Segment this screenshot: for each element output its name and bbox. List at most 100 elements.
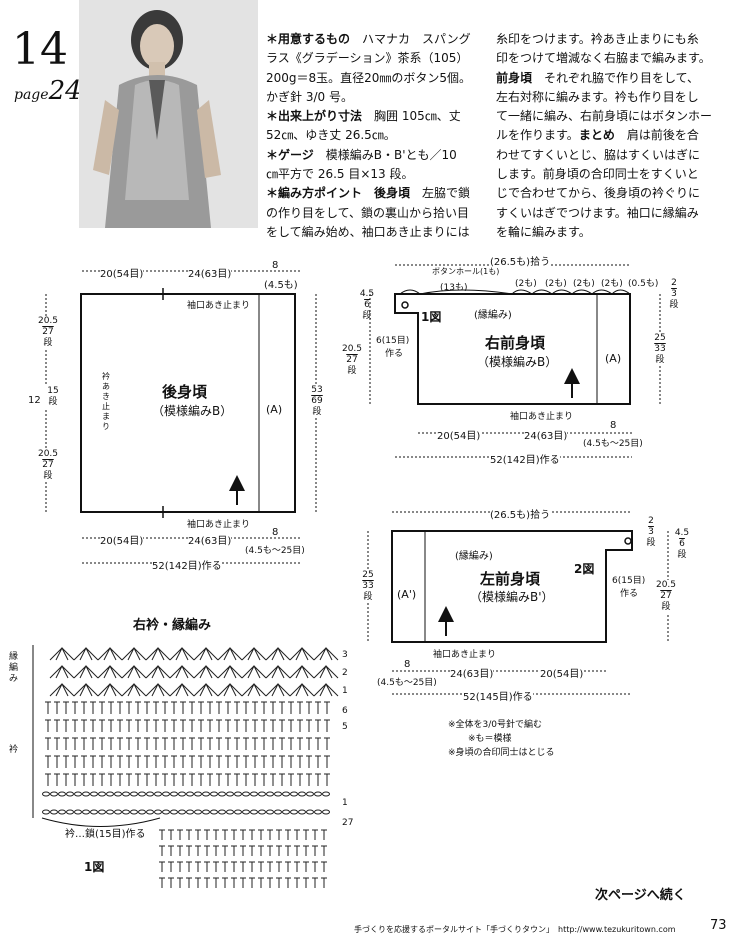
crochet-symbol xyxy=(135,737,141,750)
back-top-mid-dim-label: 24(63目) xyxy=(188,265,232,280)
back-neck-note: 衿あき止まり xyxy=(102,372,110,431)
crochet-symbol xyxy=(218,809,226,815)
crochet-symbol xyxy=(168,877,174,888)
crochet-symbol xyxy=(90,791,98,797)
crochet-symbol xyxy=(314,791,322,797)
crochet-symbol xyxy=(153,773,159,786)
crochet-symbol xyxy=(54,701,60,714)
left-front-fig: 2図 xyxy=(574,562,595,576)
crochet-symbol xyxy=(276,845,282,856)
instruction-text: 肩は前後を合 xyxy=(614,128,699,143)
crochet-symbol xyxy=(207,737,213,750)
crochet-symbol xyxy=(249,829,255,840)
instruction-text: て一緒に編み、右前身頃にはボタンホー xyxy=(496,109,713,124)
crochet-symbol xyxy=(288,773,294,786)
crochet-symbol xyxy=(258,845,264,856)
left-front-pickup-label: (26.5も)拾う xyxy=(490,506,551,521)
crochet-symbol xyxy=(213,845,219,856)
crochet-symbol xyxy=(267,845,273,856)
crochet-symbol xyxy=(294,861,300,872)
instruction-text: ハマナカ スパング xyxy=(350,32,471,46)
crochet-symbol xyxy=(177,845,183,856)
collar-row-label-27: 27 xyxy=(342,818,354,828)
crochet-symbol xyxy=(97,646,123,661)
back-top-left-dim-label: 20(54目) xyxy=(100,265,144,280)
crochet-symbol xyxy=(153,701,159,714)
crochet-symbol xyxy=(265,646,291,661)
crochet-symbol xyxy=(216,773,222,786)
back-right-dim-cm: 53 xyxy=(311,385,323,395)
crochet-symbol xyxy=(290,791,298,797)
page-number: 73 xyxy=(710,918,727,933)
instruction-line: 52㎝、ゆき丈 26.5㎝。 xyxy=(266,126,491,145)
crochet-symbol xyxy=(195,829,201,840)
crochet-symbol xyxy=(126,701,132,714)
crochet-symbol xyxy=(135,719,141,732)
crochet-symbol xyxy=(240,829,246,840)
left-front-outline xyxy=(391,530,633,643)
collar-chart-symbols xyxy=(42,646,339,888)
crochet-symbol xyxy=(279,701,285,714)
crochet-symbol xyxy=(303,845,309,856)
crochet-symbol xyxy=(117,701,123,714)
crochet-symbol xyxy=(288,755,294,768)
crochet-symbol xyxy=(231,845,237,856)
crochet-symbol xyxy=(99,701,105,714)
right-front-note: 袖口あき止まり xyxy=(510,412,574,422)
instruction-line: かぎ針 3/0 号。 xyxy=(266,88,491,107)
crochet-symbol xyxy=(258,877,264,888)
instruction-text: 模様編みB・B'とも／10 xyxy=(313,147,457,162)
back-bottom-note: 袖口あき止まり xyxy=(187,520,251,530)
crochet-symbol xyxy=(159,829,165,840)
right-front-bh-13: (13も) xyxy=(440,283,468,293)
left-front-left-dim-unit: 段 xyxy=(363,592,373,602)
crochet-symbol xyxy=(144,755,150,768)
crochet-symbol xyxy=(74,809,82,815)
crochet-symbol xyxy=(108,773,114,786)
crochet-symbol xyxy=(274,809,282,815)
collar-chart-title: 右衿・縁編み xyxy=(133,618,212,633)
crochet-symbol xyxy=(270,719,276,732)
left-front-button-mark xyxy=(624,537,632,545)
crochet-symbol xyxy=(144,719,150,732)
crochet-symbol xyxy=(222,861,228,872)
crochet-symbol xyxy=(122,809,130,815)
crochet-symbol xyxy=(285,829,291,840)
crochet-symbol xyxy=(294,877,300,888)
crochet-symbol xyxy=(154,809,162,815)
crochet-symbol xyxy=(207,773,213,786)
crochet-symbol xyxy=(153,737,159,750)
crochet-symbol xyxy=(324,755,330,768)
crochet-symbol xyxy=(72,773,78,786)
instruction-line: 200g＝8玉。直径20㎜のボタン5個。 xyxy=(266,69,491,88)
right-front-left-dim-1-cm: 4.5 xyxy=(359,289,375,299)
right-front-bh-2b: (2も) xyxy=(545,279,567,289)
crochet-symbol xyxy=(288,737,294,750)
crochet-symbol xyxy=(63,773,69,786)
crochet-symbol xyxy=(74,791,82,797)
left-front-right-make: 作る xyxy=(620,589,639,599)
crochet-symbol xyxy=(267,877,273,888)
left-front-right-dim-2-unit: 段 xyxy=(677,550,687,560)
crochet-symbol xyxy=(82,791,90,797)
crochet-symbol xyxy=(261,737,267,750)
crochet-symbol xyxy=(265,664,291,679)
crochet-symbol xyxy=(162,737,168,750)
crochet-symbol xyxy=(162,791,170,797)
instruction-line: します。前身頃の合印同士をすくいと xyxy=(496,165,728,184)
crochet-symbol xyxy=(171,719,177,732)
crochet-symbol xyxy=(249,845,255,856)
crochet-symbol xyxy=(195,845,201,856)
crochet-symbol xyxy=(189,701,195,714)
left-front-note: 袖口あき止まり xyxy=(433,650,497,660)
crochet-symbol xyxy=(81,773,87,786)
crochet-symbol xyxy=(240,877,246,888)
crochet-symbol xyxy=(315,755,321,768)
left-front-left-dim-rows: 33 xyxy=(362,581,374,591)
left-front-title: 左前身頃 xyxy=(480,570,541,588)
right-front-left-dim-2-unit: 段 xyxy=(347,366,357,376)
page-ref-label: page xyxy=(14,87,49,103)
